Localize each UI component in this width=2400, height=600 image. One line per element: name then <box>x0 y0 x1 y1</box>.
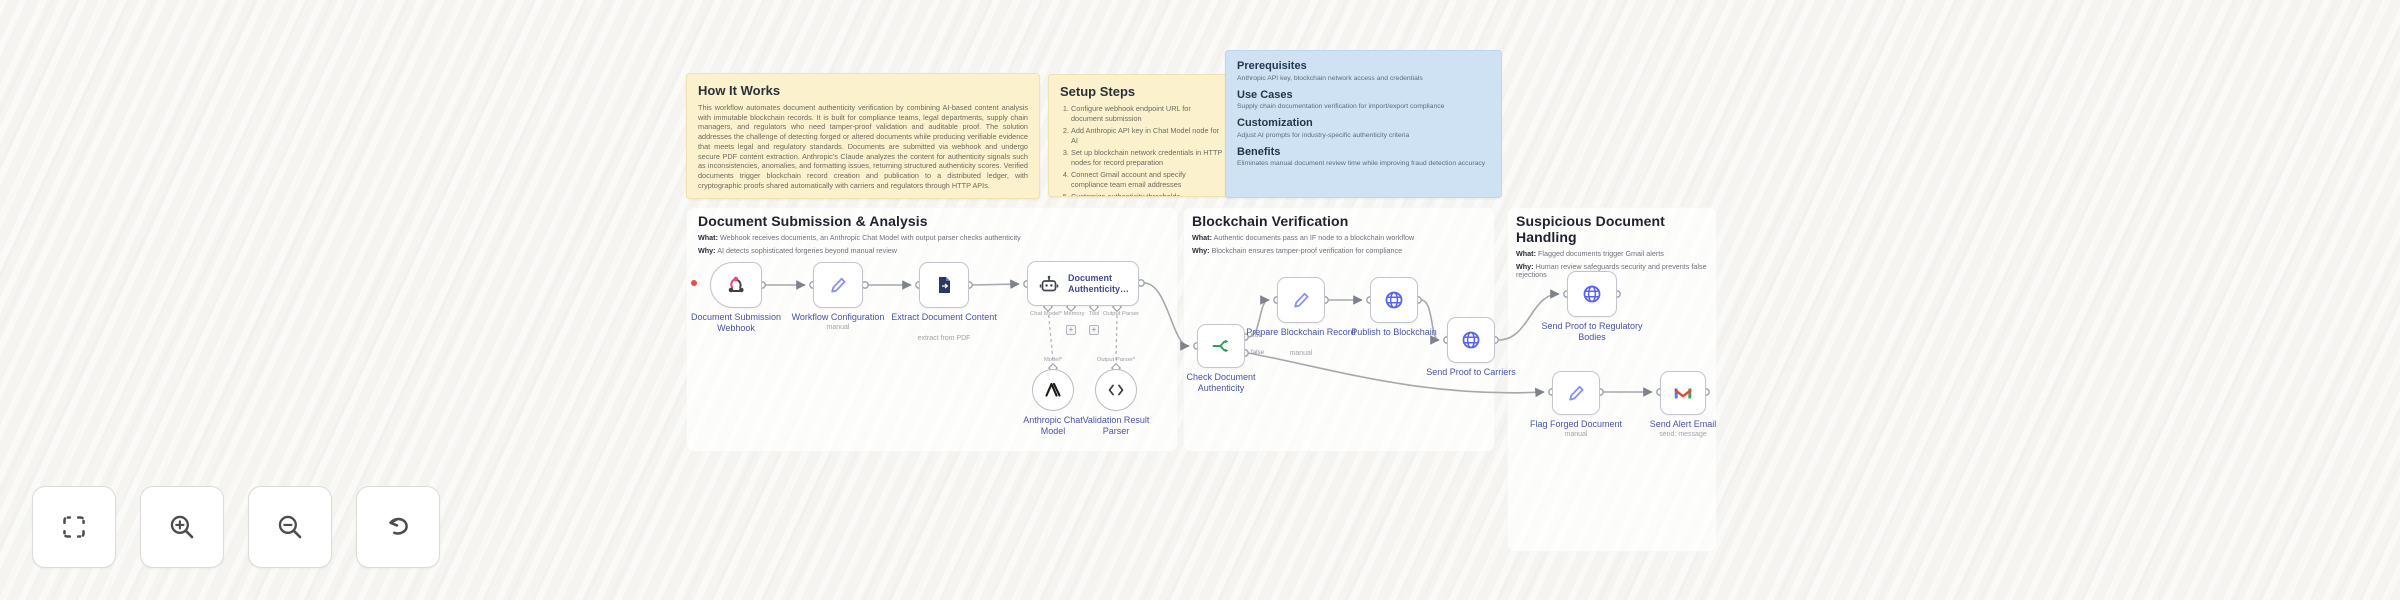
add-tool-button[interactable]: + <box>1089 325 1099 335</box>
if-branch-icon <box>1212 339 1229 353</box>
node-document-authenticity-agent[interactable]: Document Authenticity… <box>1027 261 1139 306</box>
zoom-in-icon <box>170 515 194 539</box>
setup-step: Customize authenticity thresholds <box>1071 192 1223 196</box>
setup-steps-list: Configure webhook endpoint URL for docum… <box>1060 104 1223 196</box>
section-why: Why: Human review safeguards security an… <box>1516 261 1707 279</box>
note-title: Setup Steps <box>1060 84 1136 99</box>
node-extract-document-content[interactable] <box>919 262 969 308</box>
node-prepare-blockchain-record[interactable] <box>1277 277 1325 323</box>
fit-view-button[interactable] <box>32 486 116 568</box>
subnode-port-label: Output Parser* <box>1096 357 1136 363</box>
node-label: Flag Forged Document <box>1529 419 1623 429</box>
note-body: This workflow automates document authent… <box>698 103 1028 190</box>
node-inner-title: Document Authenticity… <box>1068 273 1130 294</box>
node-anthropic-chat-model[interactable] <box>1032 369 1074 411</box>
section-what: What: Authentic documents pass an IF nod… <box>1192 232 1415 242</box>
node-workflow-configuration[interactable] <box>813 262 863 308</box>
node-label: Send Proof to Regulatory Bodies <box>1541 321 1643 342</box>
gmail-icon <box>1674 388 1692 399</box>
zoom-in-button[interactable] <box>140 486 224 568</box>
node-send-alert-email[interactable] <box>1660 371 1706 415</box>
node-label: Extract Document Content <box>891 312 997 322</box>
globe-icon <box>1385 291 1403 309</box>
section-title: Document Submission & Analysis <box>698 213 928 229</box>
section-why: Why: AI detects sophisticated forgeries … <box>698 245 897 255</box>
node-validation-result-parser[interactable] <box>1095 369 1137 411</box>
note-title: How It Works <box>698 83 781 98</box>
agent-port-label-memory: Memory <box>1063 311 1085 317</box>
undo-button[interactable] <box>356 486 440 568</box>
undo-icon <box>389 517 408 535</box>
agent-port-label-output-parser: Output Parser <box>1102 311 1140 317</box>
edit-fields-icon <box>831 277 846 293</box>
zoom-out-button[interactable] <box>248 486 332 568</box>
add-memory-button[interactable]: + <box>1066 325 1076 335</box>
node-subtitle: manual <box>826 324 850 331</box>
setup-step: Set up blockchain network credentials in… <box>1071 148 1223 168</box>
section-why: Why: Blockchain ensures tamper-proof ver… <box>1192 245 1403 255</box>
info-heading-customization: Customization <box>1237 117 1313 129</box>
info-text: Eliminates manual document review time w… <box>1237 160 1486 167</box>
output-label-false: false <box>1251 349 1265 356</box>
info-heading-prerequisites: Prerequisites <box>1237 60 1307 72</box>
robot-icon <box>1039 275 1059 291</box>
node-subtitle: send: message <box>1659 431 1707 438</box>
subnode-port-label: Model* <box>1043 357 1063 363</box>
node-check-document-authenticity[interactable] <box>1197 324 1245 368</box>
node-label: Anthropic Chat Model <box>1023 415 1083 436</box>
zoom-out-icon <box>278 515 302 539</box>
edit-fields-icon <box>1569 385 1584 401</box>
output-label-true: true <box>1251 332 1262 339</box>
node-send-proof-to-regulatory-bodies[interactable] <box>1567 271 1617 317</box>
setup-step: Add Anthropic API key in Chat Model node… <box>1071 126 1223 146</box>
node-label: Validation Result Parser <box>1082 415 1150 436</box>
info-text: Adjust AI prompts for industry-specific … <box>1237 131 1410 139</box>
anthropic-icon <box>1045 382 1061 397</box>
node-label: Document Submission Webhook <box>690 312 782 333</box>
node-document-submission-webhook[interactable] <box>710 262 762 308</box>
info-heading-benefits: Benefits <box>1237 145 1281 158</box>
trigger-alert-dot <box>691 280 697 286</box>
info-heading-use-cases: Use Cases <box>1237 88 1293 101</box>
node-subtitle: manual <box>1289 350 1313 357</box>
node-publish-to-blockchain[interactable] <box>1370 277 1418 323</box>
node-label: Workflow Configuration <box>791 312 885 322</box>
globe-icon <box>1583 285 1601 303</box>
section-header-submission: Document Submission & Analysis What: Web… <box>698 213 1168 255</box>
code-brackets-icon <box>1108 384 1124 396</box>
agent-port-label-chat-model: Chat Model* <box>1030 311 1062 317</box>
webhook-icon <box>728 276 744 293</box>
node-label: Check Document Authenticity <box>1186 372 1256 393</box>
node-label: Send Proof to Carriers <box>1426 367 1516 377</box>
node-label: Publish to Blockchain <box>1351 327 1437 337</box>
section-what: What: Webhook receives documents, an Ant… <box>698 232 1021 242</box>
sticky-note-setup-steps[interactable]: Setup Steps Configure webhook endpoint U… <box>1048 74 1235 197</box>
node-flag-forged-document[interactable] <box>1552 371 1600 415</box>
node-label: Send Alert Email <box>1649 419 1717 429</box>
edit-fields-icon <box>1294 292 1309 308</box>
node-label: Prepare Blockchain Record <box>1246 327 1356 337</box>
section-title: Blockchain Verification <box>1192 213 1349 229</box>
info-text: Supply chain documentation verification … <box>1237 103 1445 110</box>
info-text: Anthropic API key, blockchain network ac… <box>1237 74 1423 82</box>
setup-step: Connect Gmail account and specify compli… <box>1071 170 1223 190</box>
section-title: Suspicious Document Handling <box>1516 213 1665 245</box>
sticky-note-how-it-works[interactable]: How It Works This workflow automates doc… <box>686 73 1040 199</box>
globe-icon <box>1462 331 1480 349</box>
fit-view-icon <box>63 516 85 538</box>
section-header-suspicious: Suspicious Document Handling What: Flagg… <box>1516 213 1708 280</box>
section-header-blockchain: Blockchain Verification What: Authentic … <box>1192 213 1488 255</box>
agent-port-label-tool: Tool <box>1088 311 1100 317</box>
section-what: What: Flagged documents trigger Gmail al… <box>1516 248 1664 258</box>
setup-step: Configure webhook endpoint URL for docum… <box>1071 104 1223 124</box>
canvas-toolbar <box>32 486 440 568</box>
node-subtitle: extract from PDF <box>917 335 971 342</box>
node-send-proof-to-carriers[interactable] <box>1447 317 1495 363</box>
sticky-note-info[interactable]: Prerequisites Anthropic API key, blockch… <box>1225 50 1502 198</box>
extract-file-icon <box>939 277 950 293</box>
node-subtitle: manual <box>1564 431 1588 438</box>
